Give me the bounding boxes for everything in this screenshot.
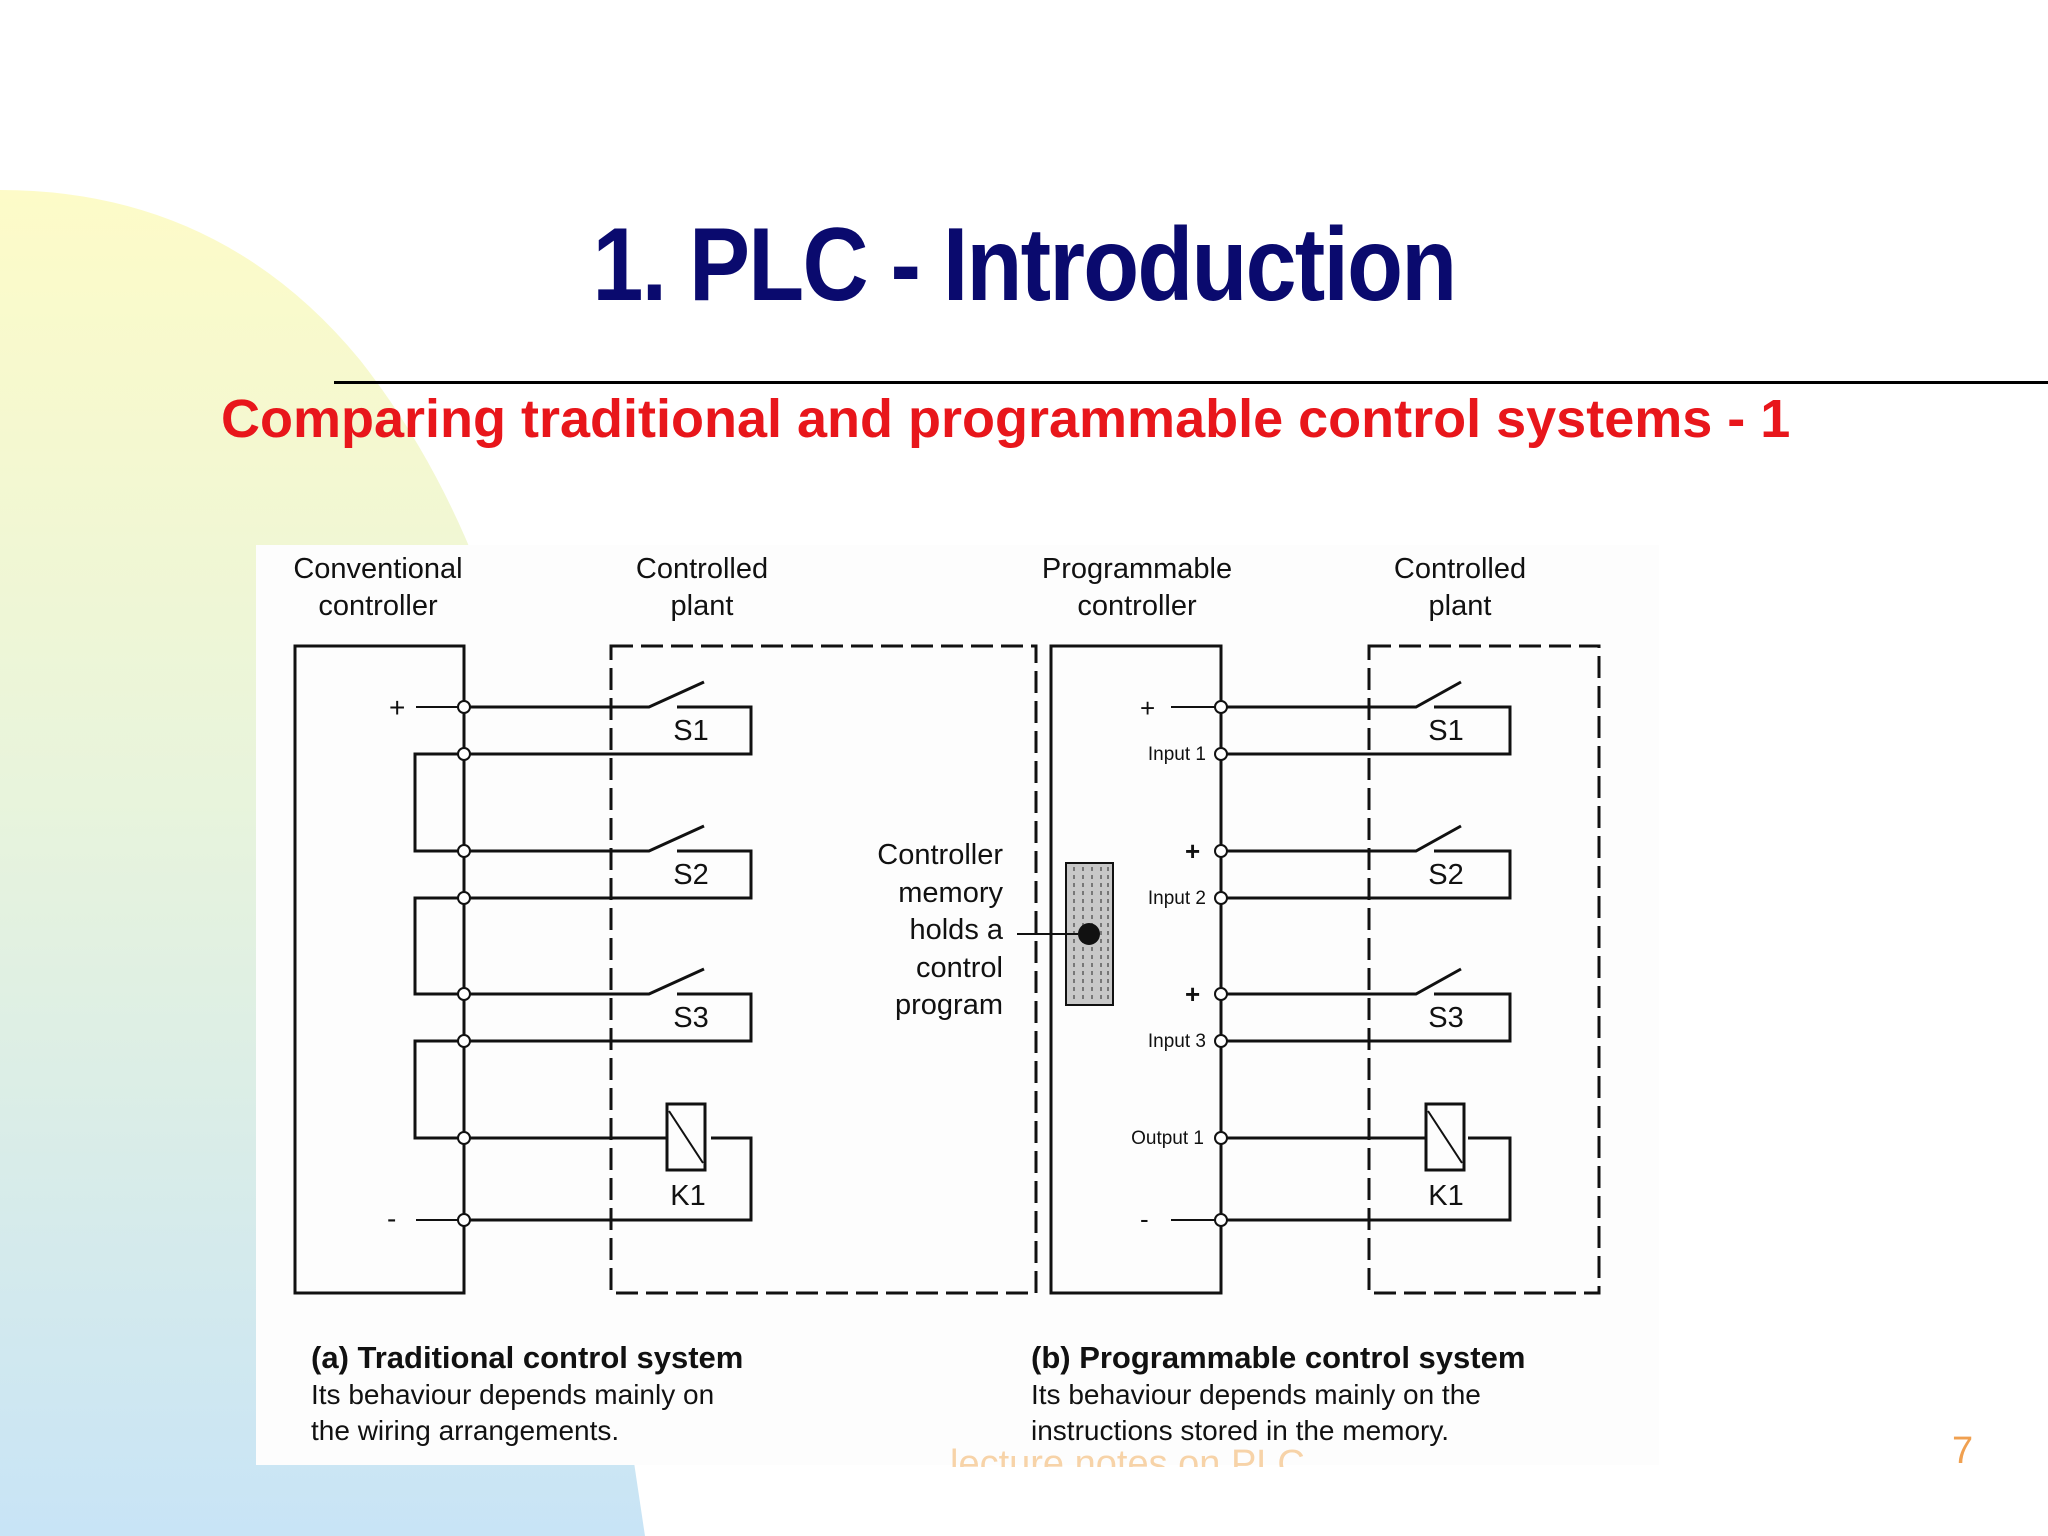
b-plant-label-1: Controlled xyxy=(1394,553,1526,585)
a-controller-box xyxy=(293,644,466,1295)
b-k1-circuit xyxy=(1221,1136,1512,1222)
a-s1-circuit xyxy=(464,680,753,756)
diagram-b: Programmable controller Controlled plant… xyxy=(877,553,1601,1446)
b-plant-label-2: plant xyxy=(1429,590,1492,622)
a-switch-s2: S2 xyxy=(673,859,708,891)
b-plus-sign-1: + xyxy=(1140,693,1155,723)
b-switch-s1: S1 xyxy=(1428,715,1463,747)
b-controller-label-2: controller xyxy=(1077,590,1197,622)
b-memory-label-5: program xyxy=(895,989,1003,1021)
a-s2-circuit xyxy=(464,824,753,900)
b-input-1-label: Input 1 xyxy=(1148,744,1206,765)
diagram-a: Conventional controller Controlled plant… xyxy=(293,553,1038,1446)
b-s3-circuit xyxy=(1221,967,1512,1043)
b-memory-label-3: holds a xyxy=(909,914,1003,946)
slide-subtitle: Comparing traditional and programmable c… xyxy=(221,389,1791,449)
a-s3-circuit xyxy=(464,967,753,1043)
b-output-1-label: Output 1 xyxy=(1131,1128,1204,1149)
a-caption-line-1: Its behaviour depends mainly on xyxy=(311,1379,714,1410)
b-memory-label-1: Controller xyxy=(877,839,1003,871)
a-terminals xyxy=(457,700,471,1227)
a-controller-label-1: Conventional xyxy=(293,553,462,585)
a-loop-1 xyxy=(413,752,464,853)
b-terminals xyxy=(1214,700,1228,1227)
a-relay-coil xyxy=(665,1102,707,1172)
a-controller-label-2: controller xyxy=(318,590,438,622)
b-caption-line-1: Its behaviour depends mainly on the xyxy=(1031,1379,1481,1410)
a-plus-sign: + xyxy=(389,692,405,723)
a-relay-diagonal xyxy=(668,1110,704,1164)
a-caption-title: (a) Traditional control system xyxy=(311,1340,743,1375)
b-caption-line-2: instructions stored in the memory. xyxy=(1031,1415,1449,1446)
a-switch-s1: S1 xyxy=(673,715,708,747)
b-input-3-label: Input 3 xyxy=(1148,1031,1206,1052)
b-controller-box xyxy=(1049,644,1223,1295)
control-systems-diagram: Conventional controller Controlled plant… xyxy=(293,553,1601,1446)
b-switch-s2: S2 xyxy=(1428,859,1463,891)
b-memory-label-2: memory xyxy=(898,877,1003,909)
b-plus-sign-3: + xyxy=(1185,979,1200,1009)
a-plant-label-1: Controlled xyxy=(636,553,768,585)
b-relay-coil xyxy=(1424,1102,1466,1172)
title-divider xyxy=(334,381,2048,384)
comparison-figure: Conventional controller Controlled plant… xyxy=(256,545,1659,1465)
a-caption-line-2: the wiring arrangements. xyxy=(311,1415,619,1446)
a-switch-s3: S3 xyxy=(673,1002,708,1034)
b-plant-box xyxy=(1367,644,1601,1295)
b-switch-s3: S3 xyxy=(1428,1002,1463,1034)
a-relay-k1: K1 xyxy=(670,1180,705,1212)
footer-text: lecture notes on PLC xyxy=(950,1443,1305,1467)
b-input-2-label: Input 2 xyxy=(1148,888,1206,909)
page-number: 7 xyxy=(1952,1430,1974,1472)
b-controller-label-1: Programmable xyxy=(1042,553,1232,585)
b-memory-dot xyxy=(1078,923,1100,945)
a-plant-box xyxy=(609,644,1038,1295)
b-memory-label-4: control xyxy=(916,952,1003,984)
a-k1-circuit xyxy=(464,1136,753,1222)
b-s1-circuit xyxy=(1221,680,1512,756)
b-plus-sign-2: + xyxy=(1185,836,1200,866)
a-loop-2 xyxy=(413,896,464,996)
a-plant-label-2: plant xyxy=(671,590,734,622)
a-minus-sign: - xyxy=(387,1203,396,1234)
b-caption-title: (b) Programmable control system xyxy=(1031,1340,1525,1375)
slide-title: 1. PLC - Introduction xyxy=(592,207,1458,323)
b-minus-sign: - xyxy=(1140,1204,1149,1234)
b-s2-circuit xyxy=(1221,824,1512,900)
a-loop-3 xyxy=(413,1039,464,1140)
b-relay-diagonal xyxy=(1427,1110,1463,1164)
b-relay-k1: K1 xyxy=(1428,1180,1463,1212)
